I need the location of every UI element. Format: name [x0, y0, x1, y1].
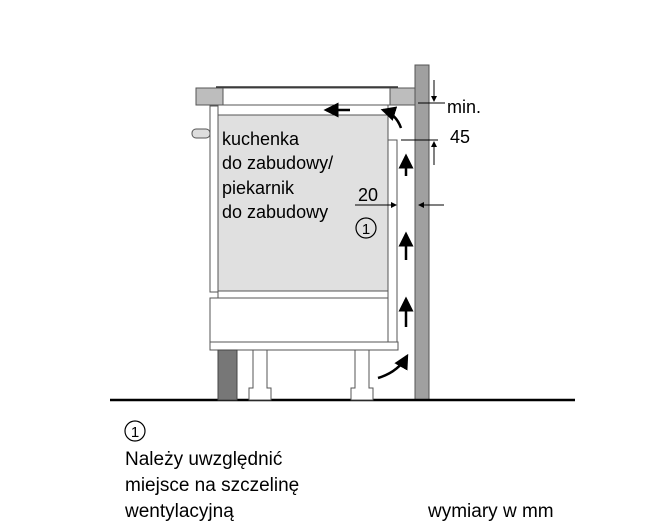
airflow-arrows	[323, 102, 414, 380]
side-wall	[414, 64, 430, 401]
appliance-label-2: do zabudowy/	[222, 153, 333, 173]
footnote-line-2: miejsce na szczelinę	[125, 475, 299, 496]
callout-circle	[355, 217, 377, 239]
footnote-line-1: Należy uwzględnić	[125, 449, 282, 470]
appliance-label-1: kuchenka	[222, 129, 300, 149]
oven-body	[217, 114, 389, 292]
footnote-circle	[124, 420, 146, 442]
footnote-line-3: wentylacyjną	[124, 501, 234, 522]
footnote-number: 1	[131, 424, 139, 441]
hob-countertop	[195, 86, 416, 106]
cabinet-base	[209, 341, 399, 351]
units-note: wymiary w mm	[427, 501, 554, 522]
cabinet-back-panel	[387, 139, 398, 343]
callout-number: 1	[362, 221, 370, 238]
appliance-label-4: do zabudowy	[222, 202, 328, 222]
appliance-label-3: piekarnik	[222, 178, 295, 198]
oven-knob	[191, 128, 211, 139]
min-label: min.	[447, 97, 481, 117]
plinth	[217, 349, 238, 401]
cabinet-legs	[248, 349, 374, 401]
min-value: 45	[450, 127, 470, 147]
gap-dimension: 20	[358, 185, 378, 205]
dimension-min-45	[401, 80, 445, 165]
cabinet-side	[209, 105, 219, 293]
drawer	[209, 297, 389, 343]
